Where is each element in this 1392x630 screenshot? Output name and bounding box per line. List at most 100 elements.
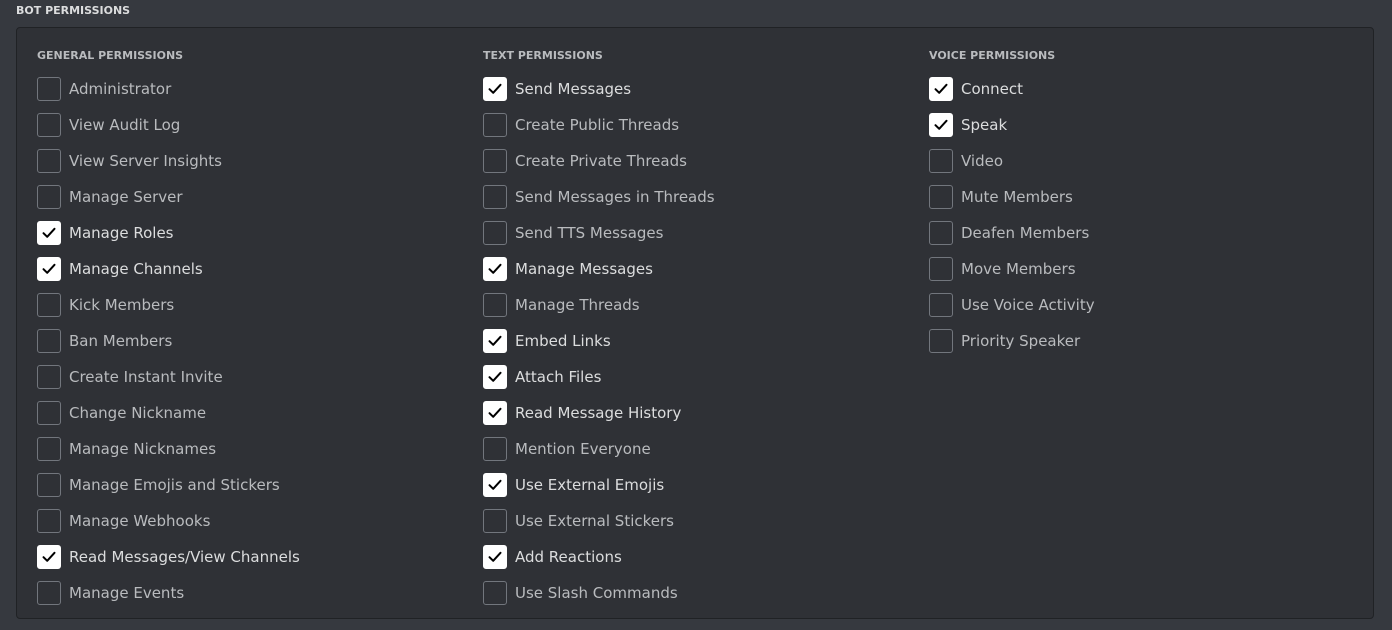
permission-checkbox[interactable] (929, 113, 953, 137)
permission-manage-threads[interactable]: Manage Threads (483, 287, 715, 323)
permission-attach-files[interactable]: Attach Files (483, 359, 715, 395)
permission-move-members[interactable]: Move Members (929, 251, 1095, 287)
permission-checkbox[interactable] (37, 113, 61, 137)
permission-manage-nicknames[interactable]: Manage Nicknames (37, 431, 300, 467)
permission-checkbox[interactable] (929, 257, 953, 281)
permission-create-public-threads[interactable]: Create Public Threads (483, 107, 715, 143)
permission-ban-members[interactable]: Ban Members (37, 323, 300, 359)
permission-speak[interactable]: Speak (929, 107, 1095, 143)
permission-connect[interactable]: Connect (929, 71, 1095, 107)
permission-manage-channels[interactable]: Manage Channels (37, 251, 300, 287)
permission-checkbox[interactable] (37, 329, 61, 353)
permission-manage-server[interactable]: Manage Server (37, 179, 300, 215)
permission-label: Priority Speaker (961, 332, 1081, 350)
permission-checkbox[interactable] (483, 473, 507, 497)
permission-checkbox[interactable] (483, 581, 507, 605)
permission-checkbox[interactable] (483, 401, 507, 425)
checkmark-icon (934, 119, 948, 130)
permission-checkbox[interactable] (37, 77, 61, 101)
checkmark-icon (42, 263, 56, 274)
checkmark-icon (488, 551, 502, 562)
permission-send-messages[interactable]: Send Messages (483, 71, 715, 107)
permission-label: Create Instant Invite (69, 368, 223, 386)
permission-checkbox[interactable] (483, 329, 507, 353)
permission-use-external-stickers[interactable]: Use External Stickers (483, 503, 715, 539)
permission-view-server-insights[interactable]: View Server Insights (37, 143, 300, 179)
permission-checkbox[interactable] (483, 437, 507, 461)
permission-label: Manage Events (69, 584, 185, 602)
permission-checkbox[interactable] (483, 221, 507, 245)
permission-change-nickname[interactable]: Change Nickname (37, 395, 300, 431)
permission-administrator[interactable]: Administrator (37, 71, 300, 107)
permission-checkbox[interactable] (483, 293, 507, 317)
permission-checkbox[interactable] (929, 149, 953, 173)
permission-read-message-history[interactable]: Read Message History (483, 395, 715, 431)
permission-manage-messages[interactable]: Manage Messages (483, 251, 715, 287)
permission-use-voice-activity[interactable]: Use Voice Activity (929, 287, 1095, 323)
permission-view-audit-log[interactable]: View Audit Log (37, 107, 300, 143)
permission-label: Ban Members (69, 332, 173, 350)
permission-create-instant-invite[interactable]: Create Instant Invite (37, 359, 300, 395)
permission-checkbox[interactable] (929, 329, 953, 353)
permission-checkbox[interactable] (483, 77, 507, 101)
permission-kick-members[interactable]: Kick Members (37, 287, 300, 323)
permission-priority-speaker[interactable]: Priority Speaker (929, 323, 1095, 359)
permission-label: Use Voice Activity (961, 296, 1095, 314)
permission-label: Mute Members (961, 188, 1073, 206)
permission-create-private-threads[interactable]: Create Private Threads (483, 143, 715, 179)
permission-checkbox[interactable] (929, 293, 953, 317)
permission-label: Administrator (69, 80, 172, 98)
section-title: BOT PERMISSIONS (16, 4, 131, 17)
permission-checkbox[interactable] (37, 509, 61, 533)
permission-manage-emojis-and-stickers[interactable]: Manage Emojis and Stickers (37, 467, 300, 503)
permission-send-tts-messages[interactable]: Send TTS Messages (483, 215, 715, 251)
permission-deafen-members[interactable]: Deafen Members (929, 215, 1095, 251)
permission-checkbox[interactable] (483, 149, 507, 173)
permission-use-slash-commands[interactable]: Use Slash Commands (483, 575, 715, 611)
permission-send-messages-in-threads[interactable]: Send Messages in Threads (483, 179, 715, 215)
permission-label: Read Message History (515, 404, 682, 422)
permission-checkbox[interactable] (37, 545, 61, 569)
permission-checkbox[interactable] (483, 509, 507, 533)
permission-manage-events[interactable]: Manage Events (37, 575, 300, 611)
permission-checkbox[interactable] (37, 437, 61, 461)
permission-manage-roles[interactable]: Manage Roles (37, 215, 300, 251)
permission-checkbox[interactable] (929, 77, 953, 101)
permission-checkbox[interactable] (37, 581, 61, 605)
checkmark-icon (488, 371, 502, 382)
permission-mute-members[interactable]: Mute Members (929, 179, 1095, 215)
permission-checkbox[interactable] (37, 365, 61, 389)
permission-add-reactions[interactable]: Add Reactions (483, 539, 715, 575)
permission-checkbox[interactable] (37, 293, 61, 317)
permission-checkbox[interactable] (37, 221, 61, 245)
permission-checkbox[interactable] (929, 221, 953, 245)
permission-label: Manage Server (69, 188, 183, 206)
permission-checkbox[interactable] (483, 365, 507, 389)
permission-label: Add Reactions (515, 548, 622, 566)
permission-read-messages-view-channels[interactable]: Read Messages/View Channels (37, 539, 300, 575)
permission-embed-links[interactable]: Embed Links (483, 323, 715, 359)
permission-checkbox[interactable] (37, 473, 61, 497)
permission-checkbox[interactable] (37, 149, 61, 173)
permission-use-external-emojis[interactable]: Use External Emojis (483, 467, 715, 503)
permission-checkbox[interactable] (37, 401, 61, 425)
permission-checkbox[interactable] (929, 185, 953, 209)
permission-video[interactable]: Video (929, 143, 1095, 179)
permission-manage-webhooks[interactable]: Manage Webhooks (37, 503, 300, 539)
checkmark-icon (488, 407, 502, 418)
permission-checkbox[interactable] (37, 185, 61, 209)
permission-label: Manage Webhooks (69, 512, 211, 530)
checkmark-icon (934, 83, 948, 94)
checkmark-icon (488, 335, 502, 346)
checkmark-icon (42, 551, 56, 562)
permission-checkbox[interactable] (483, 545, 507, 569)
permission-mention-everyone[interactable]: Mention Everyone (483, 431, 715, 467)
permission-checkbox[interactable] (37, 257, 61, 281)
permission-label: Connect (961, 80, 1024, 98)
permission-checkbox[interactable] (483, 185, 507, 209)
permission-checkbox[interactable] (483, 113, 507, 137)
permission-label: Create Private Threads (515, 152, 687, 170)
permission-checkbox[interactable] (483, 257, 507, 281)
